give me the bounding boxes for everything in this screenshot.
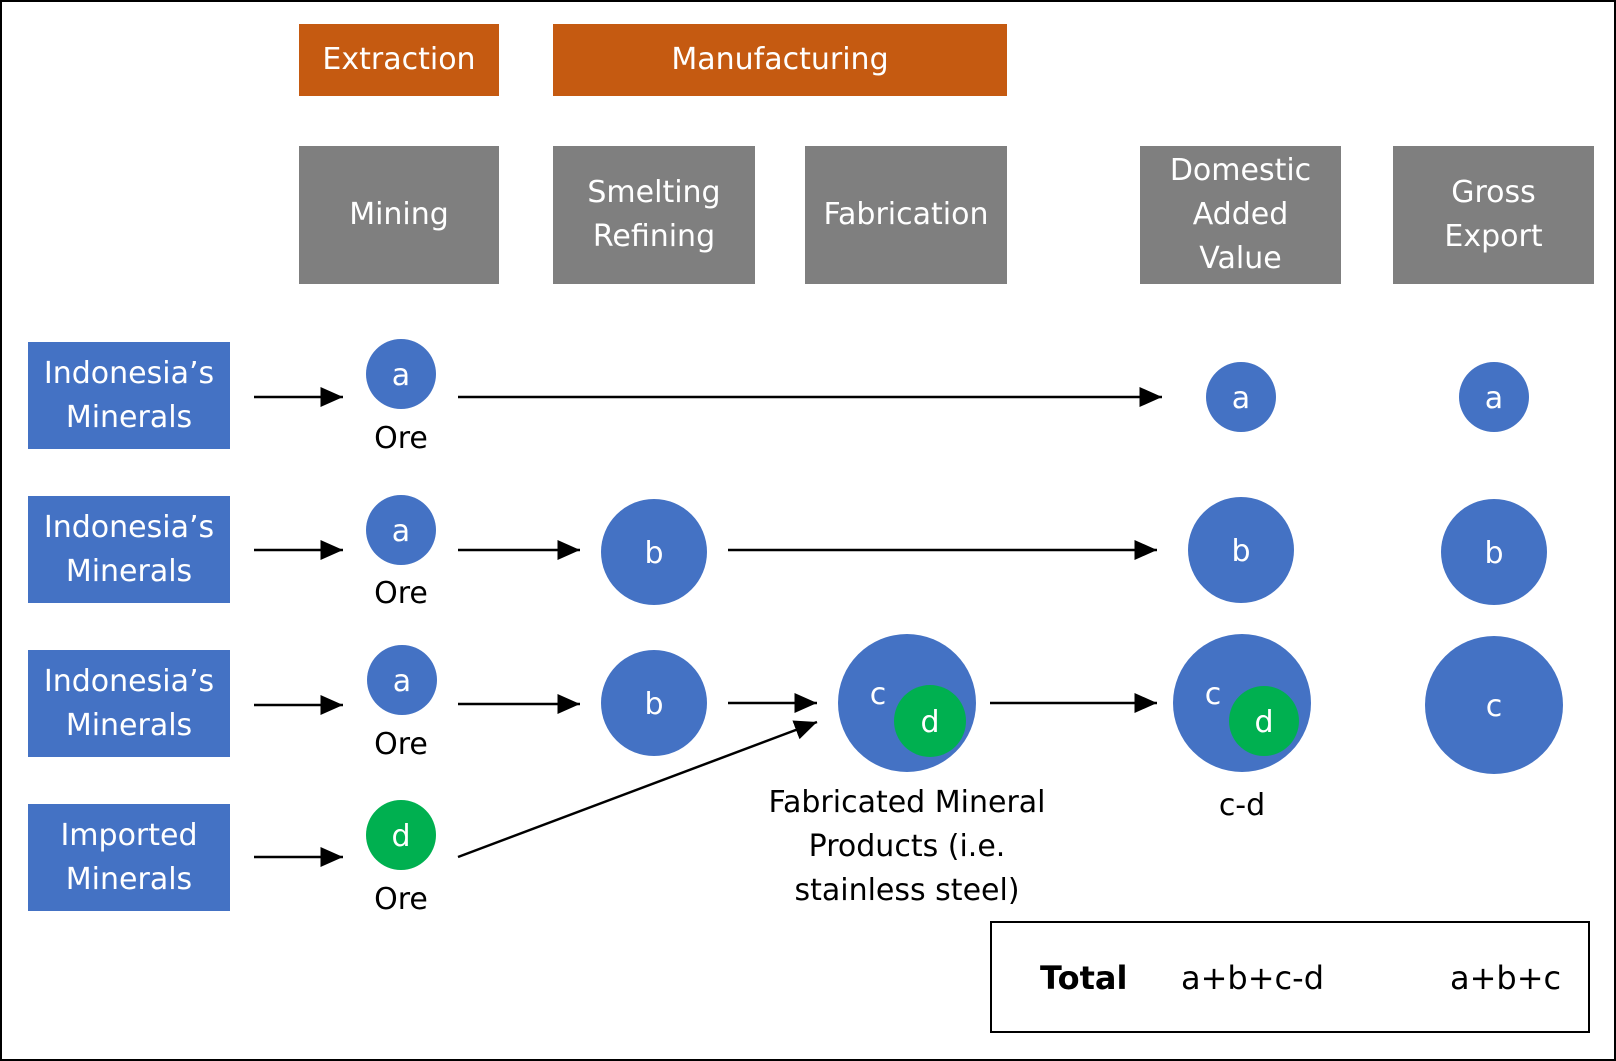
manufacturing-header: Manufacturing (553, 24, 1007, 96)
smelting-circle-row3-label: b (644, 687, 663, 722)
smelting-refining-header: Smelting Refining (553, 146, 755, 284)
ore-label-row2: Ore (374, 576, 428, 611)
total-box: Total a+b+c-d a+b+c (990, 921, 1590, 1033)
gross-export-header: Gross Export (1393, 146, 1594, 284)
source-indonesia-minerals-2: Indonesia’s Minerals (28, 496, 230, 603)
total-gross-export-value: a+b+c (1450, 959, 1562, 997)
fabrication-circle-d-label: d (920, 705, 939, 740)
fabrication-header: Fabrication (805, 146, 1007, 284)
gross-circle-row2-label: b (1484, 536, 1503, 571)
fabricated-products-caption: Fabricated Mineral Products (i.e. stainl… (768, 785, 1046, 908)
total-label: Total (1040, 959, 1128, 997)
ore-circle-row1 (366, 339, 436, 409)
ore-circle-row2-label: a (392, 514, 410, 549)
imported-ore-circle-label: d (391, 819, 410, 854)
ore-label-row3: Ore (374, 727, 428, 762)
ore-circle-row3-label: a (393, 664, 411, 699)
fabrication-circle-c-label: c (870, 677, 887, 712)
gross-circle-row1-label: a (1485, 381, 1503, 416)
fabrication-circle-d (894, 685, 966, 757)
domestic-circle-c-label: c (1205, 677, 1222, 712)
ore-label-row1: Ore (374, 421, 428, 456)
smelting-circle-row2 (601, 499, 707, 605)
source-indonesia-minerals-1: Indonesia’s Minerals (28, 342, 230, 449)
gross-circle-c-label: c (1486, 689, 1503, 724)
gross-circle-c (1425, 636, 1563, 774)
domestic-circle-row2-label: b (1231, 534, 1250, 569)
domestic-added-value-header: Domestic Added Value (1140, 146, 1341, 284)
smelting-circle-row2-label: b (644, 536, 663, 571)
source-indonesia-minerals-3: Indonesia’s Minerals (28, 650, 230, 757)
ore-circle-row1-label: a (392, 358, 410, 393)
ore-circle-row3 (367, 645, 437, 715)
gross-circle-row1 (1459, 362, 1529, 432)
total-domestic-value: a+b+c-d (1181, 959, 1324, 997)
source-imported-minerals: Imported Minerals (28, 804, 230, 911)
domestic-circle-row2 (1188, 497, 1294, 603)
domestic-circle-row1 (1206, 362, 1276, 432)
ore-circle-row2 (366, 495, 436, 565)
domestic-circle-d (1229, 686, 1299, 756)
gross-circle-row2 (1441, 499, 1547, 605)
arrow-imported-ore-to-fabrication (457, 720, 818, 859)
domestic-circle-d-label: d (1254, 705, 1273, 740)
imported-ore-circle (366, 800, 436, 870)
mining-header: Mining (299, 146, 499, 284)
c-minus-d-caption: c-d (1218, 788, 1266, 823)
extraction-header: Extraction (299, 24, 499, 96)
domestic-circle-row1-label: a (1232, 381, 1250, 416)
ore-label-row4: Ore (374, 882, 428, 917)
smelting-circle-row3 (601, 650, 707, 756)
